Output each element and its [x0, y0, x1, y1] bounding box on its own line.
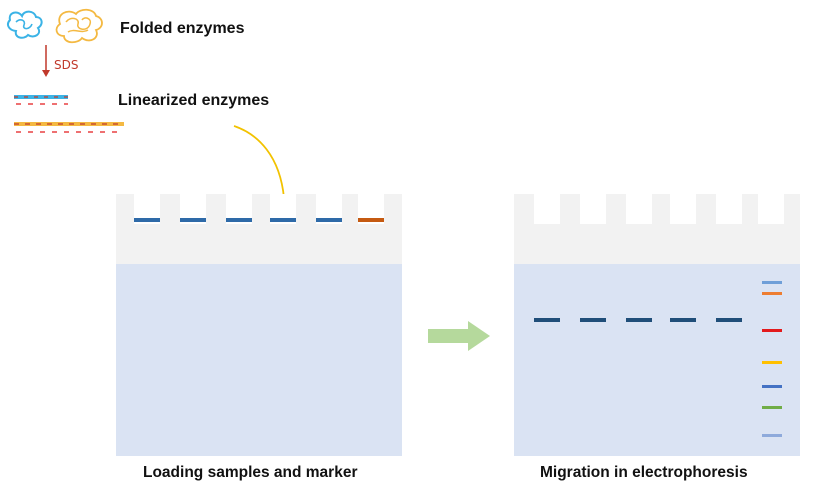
left-gel-caption: Loading samples and marker [143, 464, 358, 481]
marker-ladder-band [762, 281, 782, 284]
right-gel-body [514, 264, 800, 456]
right-gel-well [670, 194, 696, 224]
sample-band [226, 218, 252, 222]
folded-enzyme-cyan-icon [7, 10, 43, 39]
migrated-sample-band [670, 318, 696, 322]
linearized-enzyme-cyan-icon [14, 95, 68, 105]
right-gel-well [626, 194, 652, 224]
sds-label: SDS [54, 58, 79, 72]
marker-ladder-band [762, 406, 782, 409]
sample-band [180, 218, 206, 222]
sample-band [270, 218, 296, 222]
migrated-sample-band [716, 318, 742, 322]
folded-enzymes-label: Folded enzymes [120, 20, 245, 37]
marker-ladder-band [762, 361, 782, 364]
marker-band [358, 218, 384, 222]
migrated-sample-band [626, 318, 652, 322]
sds-arrow-icon [42, 45, 50, 77]
transfer-arrow-icon [428, 321, 490, 351]
migrated-sample-band [534, 318, 560, 322]
right-gel-well [758, 194, 784, 224]
sample-band [134, 218, 160, 222]
right-gel-well [716, 194, 742, 224]
migrated-sample-band [580, 318, 606, 322]
marker-ladder-band [762, 434, 782, 437]
left-gel-well-region [116, 194, 402, 264]
linearized-enzyme-orange-icon [14, 122, 124, 133]
folded-enzyme-orange-icon [55, 8, 103, 44]
right-gel-well [580, 194, 606, 224]
right-gel-caption: Migration in electrophoresis [540, 464, 748, 481]
right-gel-well-region [514, 194, 800, 264]
left-gel-body [116, 264, 402, 456]
linearized-enzymes-label: Linearized enzymes [118, 92, 270, 109]
sample-band [316, 218, 342, 222]
marker-ladder-band [762, 292, 782, 295]
marker-ladder-band [762, 329, 782, 332]
marker-ladder-band [762, 385, 782, 388]
right-gel-well [534, 194, 560, 224]
